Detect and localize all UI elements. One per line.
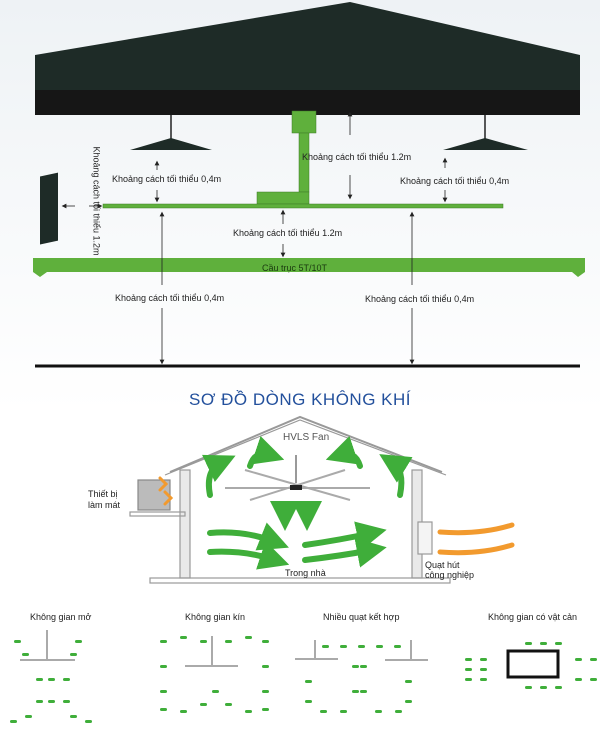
wall-panel xyxy=(40,172,58,245)
airflow-arrow-mark xyxy=(555,642,562,645)
airflow-arrow-mark xyxy=(540,642,547,645)
exhaust-label-1: Quạt hút xyxy=(425,560,460,570)
lamp-right xyxy=(443,115,528,150)
airflow-arrow-mark xyxy=(465,678,472,681)
airflow-arrow-mark xyxy=(262,708,269,711)
airflow-arrow-mark xyxy=(320,710,327,713)
airflow-arrow-mark xyxy=(160,665,167,668)
airflow-arrow-mark xyxy=(395,710,402,713)
airflow-arrow-mark xyxy=(245,636,252,639)
fan-label: HVLS Fan xyxy=(283,432,330,443)
exhaust-label-2: công nghiệp xyxy=(425,570,475,580)
airflow-arrow-mark xyxy=(63,700,70,703)
airflow-title: SƠ ĐỒ DÒNG KHÔNG KHÍ xyxy=(189,390,411,409)
green-airflow-arrows xyxy=(202,436,413,570)
airflow-arrow-mark xyxy=(180,636,187,639)
airflow-arrow-mark xyxy=(212,690,219,693)
airflow-arrow-mark xyxy=(525,642,532,645)
airflow-arrow-mark xyxy=(590,678,597,681)
cooler-label-2: làm mát xyxy=(88,500,121,510)
airflow-arrow-mark xyxy=(360,665,367,668)
lamp-left-clearance: Khoảng cách tối thiểu 0,4m xyxy=(112,174,222,184)
airflow-arrow-mark xyxy=(575,678,582,681)
airflow-arrow-mark xyxy=(590,658,597,661)
airflow-arrow-mark xyxy=(376,645,383,648)
scenario-closed-label: Không gian kín xyxy=(185,612,246,622)
airflow-arrow-mark xyxy=(262,690,269,693)
airflow-arrow-mark xyxy=(225,703,232,706)
airflow-arrow-mark xyxy=(480,658,487,661)
airflow-arrow-mark xyxy=(200,703,207,706)
airflow-arrow-mark xyxy=(70,653,77,656)
airflow-arrow-mark xyxy=(36,678,43,681)
airflow-arrow-mark xyxy=(340,710,347,713)
airflow-arrow-mark xyxy=(360,690,367,693)
airflow-arrow-mark xyxy=(160,690,167,693)
scenario-multi-label: Nhiều quạt kết hợp xyxy=(323,612,400,622)
airflow-arrow-mark xyxy=(63,678,70,681)
airflow-arrow-mark xyxy=(200,640,207,643)
airflow-arrow-mark xyxy=(160,640,167,643)
airflow-arrow-mark xyxy=(25,715,32,718)
airflow-arrow-mark xyxy=(262,640,269,643)
airflow-arrow-mark xyxy=(225,640,232,643)
airflow-arrow-mark xyxy=(405,700,412,703)
airflow-arrow-mark xyxy=(575,658,582,661)
hvls-fan xyxy=(102,110,504,209)
airflow-arrow-mark xyxy=(85,720,92,723)
airflow-arrow-mark xyxy=(358,645,365,648)
lamp-left xyxy=(130,115,212,150)
airflow-arrow-mark xyxy=(48,678,55,681)
crane-beam xyxy=(33,258,585,277)
airflow-arrow-mark xyxy=(340,645,347,648)
scenario-obstacle-label: Không gian có vật cản xyxy=(488,612,578,622)
airflow-arrow-mark xyxy=(375,710,382,713)
lamp-right-clearance: Khoảng cách tối thiểu 0,4m xyxy=(400,176,510,186)
orange-exhaust-arrows xyxy=(158,476,515,556)
airflow-arrow-mark xyxy=(160,708,167,711)
house xyxy=(129,415,451,584)
airflow-arrow-mark xyxy=(405,680,412,683)
airflow-arrow-mark xyxy=(480,668,487,671)
airflow-arrow-mark xyxy=(70,715,77,718)
airflow-arrow-mark xyxy=(180,710,187,713)
crane-label: Cầu trục 5T/10T xyxy=(262,263,328,273)
airflow-arrow-mark xyxy=(480,678,487,681)
scenario-open-label: Không gian mở xyxy=(30,612,92,622)
dimension-arrows xyxy=(61,111,448,365)
floor-left-clearance: Khoảng cách tối thiểu 0,4m xyxy=(115,293,225,303)
airflow-arrow-mark xyxy=(305,680,312,683)
airflow-arrow-mark xyxy=(262,665,269,668)
airflow-arrow-mark xyxy=(465,668,472,671)
airflow-arrow-mark xyxy=(394,645,401,648)
airflow-arrow-mark xyxy=(322,645,329,648)
airflow-arrow-mark xyxy=(14,640,21,643)
airflow-arrow-mark xyxy=(305,700,312,703)
airflow-arrow-mark xyxy=(245,710,252,713)
airflow-arrow-mark xyxy=(352,690,359,693)
cooler-label-1: Thiết bị xyxy=(88,489,118,499)
airflow-arrow-mark xyxy=(555,686,562,689)
airflow-arrow-mark xyxy=(36,700,43,703)
wall-clearance: Khoảng cách tối thiểu 1.2m xyxy=(91,146,102,256)
inside-label: Trong nhà xyxy=(285,568,326,578)
airflow-arrow-mark xyxy=(22,653,29,656)
airflow-arrow-mark xyxy=(540,686,547,689)
airflow-arrow-mark xyxy=(465,658,472,661)
crane-gap-clearance: Khoảng cách tối thiểu 1.2m xyxy=(233,228,343,238)
airflow-arrow-mark xyxy=(75,640,82,643)
scenario-icons xyxy=(10,630,597,723)
airflow-arrow-mark xyxy=(10,720,17,723)
airflow-arrow-mark xyxy=(525,686,532,689)
airflow-arrow-mark xyxy=(48,700,55,703)
floor-right-clearance: Khoảng cách tối thiểu 0,4m xyxy=(365,294,475,304)
ceiling-clearance: Khoảng cách tối thiểu 1.2m xyxy=(302,152,412,162)
airflow-arrow-mark xyxy=(352,665,359,668)
roof xyxy=(35,2,580,90)
